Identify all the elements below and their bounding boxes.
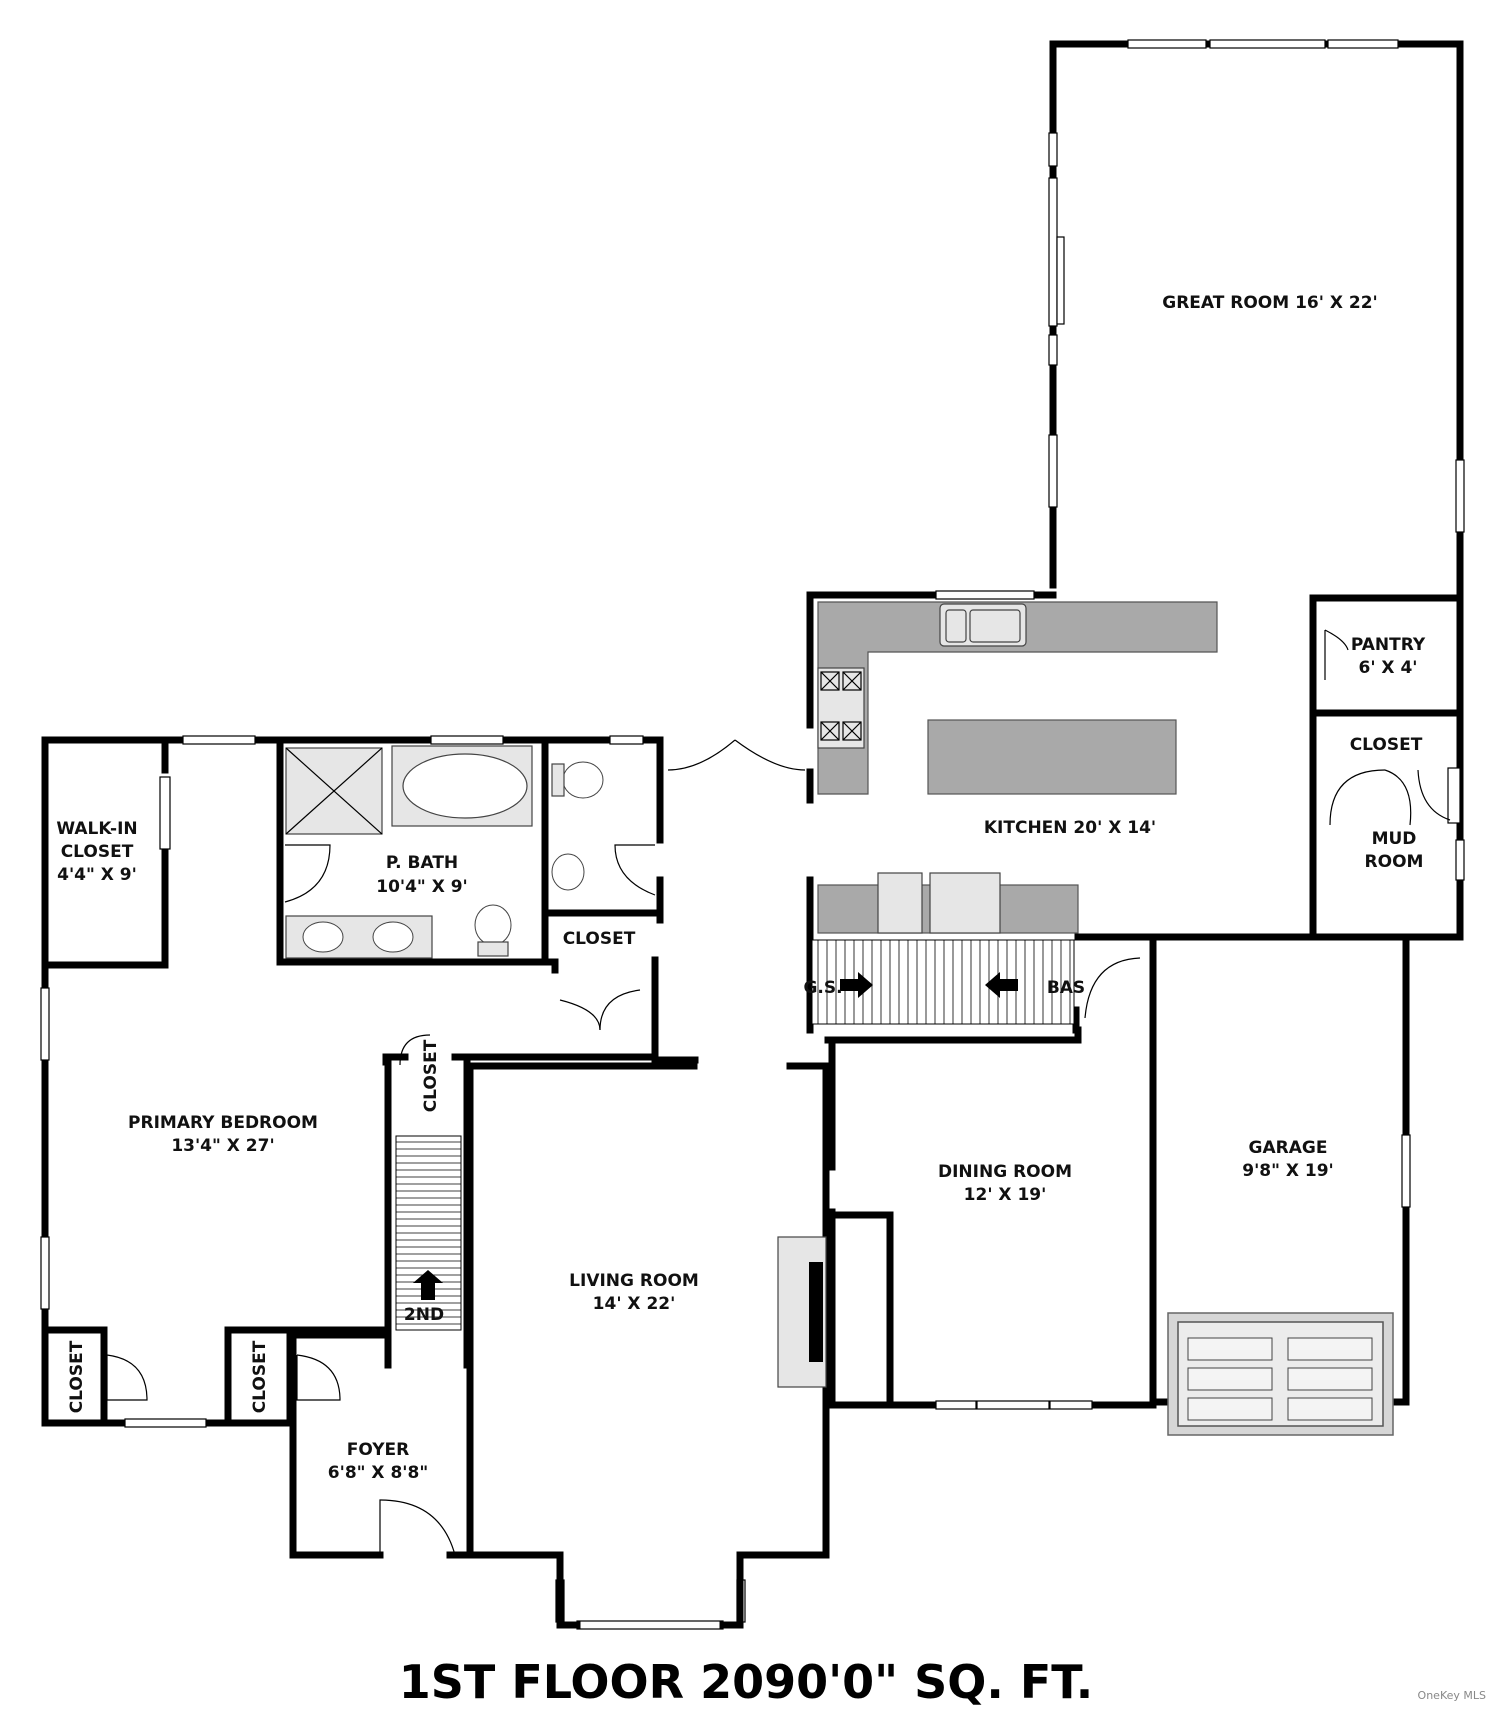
- closet-bed-left-label: CLOSET: [67, 1340, 87, 1413]
- foyer-size: 6'8" X 8'8": [328, 1463, 428, 1483]
- stair-up-label: 2ND: [404, 1305, 444, 1325]
- primary-bedroom-size: 13'4" X 27': [171, 1136, 274, 1156]
- walk-in-closet-size: 4'4" X 9': [57, 865, 137, 885]
- garage-door-panel: [1287, 1397, 1373, 1421]
- walk-in-closet-label-line2: CLOSET: [61, 842, 134, 862]
- garage-label: GARAGE: [1249, 1138, 1328, 1158]
- bay-window-walls: [556, 1576, 744, 1629]
- garage-door-panel: [1187, 1367, 1273, 1391]
- garage-door-panel: [1187, 1337, 1273, 1361]
- basement-label: BAS: [1047, 978, 1085, 998]
- stair-arrows: [413, 972, 1018, 1300]
- arrow-up-icon: [413, 1270, 443, 1300]
- foyer-label: FOYER: [347, 1440, 409, 1460]
- great-room-label: GREAT ROOM 16' X 22': [1162, 293, 1378, 313]
- dining-room-label: DINING ROOM: [938, 1162, 1072, 1182]
- windows: [40, 39, 1465, 1630]
- room-labels: GREAT ROOM 16' X 22' PANTRY 6' X 4' CLOS…: [56, 293, 1426, 1483]
- bath-fixtures: [285, 745, 604, 959]
- walk-in-closet-label-line1: WALK-IN: [56, 819, 137, 839]
- closet-mud-label: CLOSET: [1350, 735, 1423, 755]
- floor-title: 1ST FLOOR 2090'0" SQ. FT.: [398, 1655, 1094, 1709]
- arrow-right-icon: [840, 972, 873, 998]
- pantry-size: 6' X 4': [1358, 658, 1417, 678]
- living-room-label: LIVING ROOM: [569, 1271, 699, 1291]
- closet-stair-label: CLOSET: [421, 1039, 441, 1112]
- garage-side-label: G.S.: [803, 978, 842, 998]
- arrow-left-icon: [985, 972, 1018, 998]
- garage-door-panels: [1187, 1337, 1373, 1421]
- garage-size: 9'8" X 19': [1242, 1161, 1334, 1181]
- dining-room-size: 12' X 19': [964, 1185, 1047, 1205]
- p-bath-label: P. BATH: [386, 853, 458, 873]
- door-swings: [106, 629, 1451, 1556]
- closet-hall-label: CLOSET: [563, 929, 636, 949]
- garage-door-panel: [1287, 1337, 1373, 1361]
- garage-door-panel: [1187, 1397, 1273, 1421]
- garage-door-panel: [1287, 1367, 1373, 1391]
- kitchen-fixtures: [817, 601, 1218, 934]
- main-stair-treads: [396, 1141, 461, 1325]
- watermark: OneKey MLS: [1417, 1689, 1486, 1702]
- living-room-size: 14' X 22': [593, 1294, 676, 1314]
- mud-room-label-line1: MUD: [1372, 829, 1417, 849]
- pantry-label: PANTRY: [1351, 635, 1426, 655]
- closet-bed-right-label: CLOSET: [250, 1340, 270, 1413]
- kitchen-label: KITCHEN 20' X 14': [984, 818, 1156, 838]
- primary-bedroom-label: PRIMARY BEDROOM: [128, 1113, 318, 1133]
- p-bath-size: 10'4" X 9': [376, 877, 468, 897]
- fireplace: [777, 1236, 827, 1388]
- mud-room-label-line2: ROOM: [1365, 852, 1424, 872]
